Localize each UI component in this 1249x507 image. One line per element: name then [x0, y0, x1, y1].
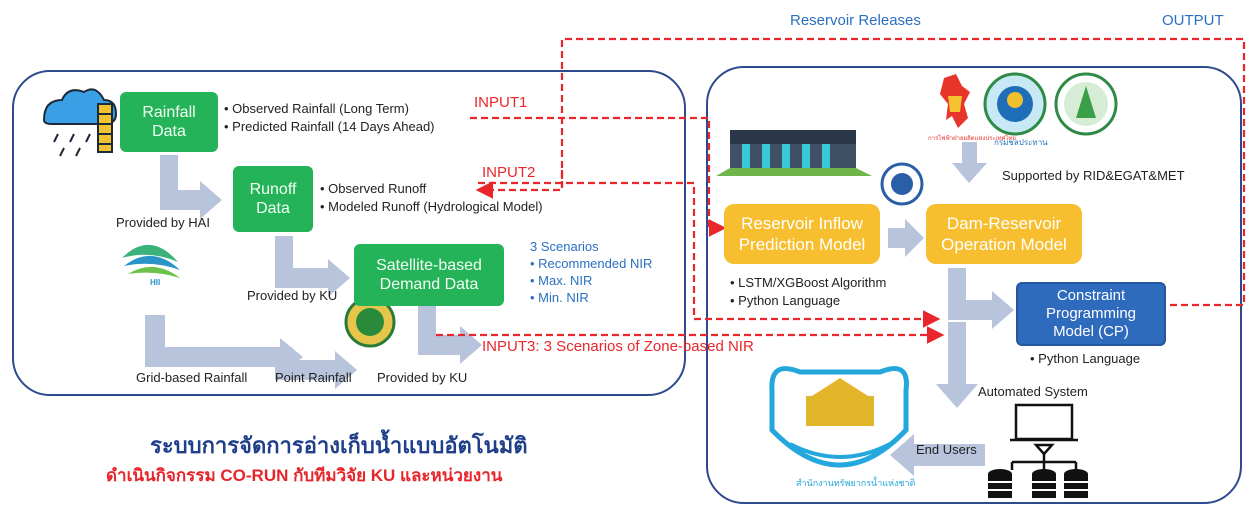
bullet-item: LSTM/XGBoost Algorithm: [730, 274, 886, 292]
scenario-item: Recommended NIR: [530, 255, 652, 272]
onwr-logo-icon: [769, 366, 909, 468]
egat-map-logo-icon: [940, 74, 970, 128]
input2-label: INPUT2: [482, 164, 536, 181]
database-icon: [988, 469, 1088, 498]
inflow-model-bullets: LSTM/XGBoost Algorithm Python Language: [730, 274, 886, 310]
dam-icon: [716, 130, 872, 176]
scenarios-title: 3 Scenarios: [530, 239, 599, 254]
bullet-item: Modeled Runoff (Hydrological Model): [320, 198, 542, 216]
bullet-item: Predicted Rainfall (14 Days Ahead): [224, 118, 434, 136]
arrow-logos-to-dam: [952, 142, 987, 183]
system-title-thai: ระบบการจัดการอ่างเก็บน้ำแบบอัตโนมัติ: [150, 433, 528, 458]
input3-label: INPUT3: 3 Scenarios of Zone-based NIR: [482, 338, 754, 355]
arrow-rainfall-to-runoff: [160, 155, 222, 219]
scenarios-list: 3 Scenarios Recommended NIR Max. NIR Min…: [530, 238, 652, 306]
arrow-to-end-users: [890, 434, 985, 476]
arrow-point-to-ku: [275, 347, 357, 389]
input2-line: [478, 181, 941, 328]
bullet-item: Python Language: [730, 292, 886, 310]
onwr-logo-label: สำนักงานทรัพยากรน้ำแห่งชาติ: [796, 478, 916, 488]
model-panel: [706, 66, 1242, 504]
constraint-programming-box: Constraint Programming Model (CP): [1016, 282, 1166, 346]
hii-logo-icon: [122, 244, 180, 278]
output-label: OUTPUT: [1162, 12, 1224, 29]
rid-logo-icon: [983, 72, 1047, 136]
automated-system-label: Automated System: [978, 384, 1088, 399]
rid-logo-label: กรมชลประทาน: [994, 138, 1048, 147]
grid-rainfall-label: Grid-based Rainfall: [136, 370, 248, 385]
dam-operation-model-box: Dam-Reservoir Operation Model: [926, 204, 1082, 264]
input1-label: INPUT1: [474, 94, 528, 111]
satellite-demand-box: Satellite-based Demand Data: [354, 244, 504, 306]
hii-logo-label: HII: [150, 278, 161, 287]
rainfall-bullets: Observed Rainfall (Long Term) Predicted …: [224, 100, 435, 136]
arrow-to-automated: [936, 322, 978, 408]
inflow-prediction-model-box: Reservoir Inflow Prediction Model: [724, 204, 880, 264]
reservoir-releases-label: Reservoir Releases: [790, 12, 921, 29]
point-rainfall-label: Point Rainfall: [275, 370, 352, 385]
runoff-bullets: Observed Runoff Modeled Runoff (Hydrolog…: [320, 180, 543, 216]
supported-by-label: Supported by RID&EGAT&MET: [1002, 168, 1185, 183]
provided-by-ku-label-1: Provided by KU: [247, 288, 338, 303]
bullet-item: Observed Runoff: [320, 180, 543, 198]
provided-by-ku-label-2: Provided by KU: [377, 370, 468, 385]
output-line-drop: [475, 170, 564, 199]
arrow-satellite-to-ku: [418, 305, 482, 364]
arrow-grid-to-point: [145, 315, 303, 376]
system-subtitle-thai: ดำเนินกิจกรรม CO-RUN กับทีมวิจัย KU และห…: [106, 466, 503, 485]
scenario-item: Max. NIR: [530, 272, 652, 289]
bullet-item: Python Language: [1030, 350, 1140, 368]
arrow-dam-to-cp: [948, 268, 1014, 329]
cp-bullets: Python Language: [1030, 350, 1140, 368]
ku-seal-icon: [344, 296, 396, 348]
rain-cloud-icon: [42, 88, 118, 157]
met-logo-icon: [1054, 72, 1118, 136]
runoff-data-box: Runoff Data: [233, 166, 313, 232]
provided-by-hai-label: Provided by HAI: [116, 215, 210, 230]
automated-system-icon: [1010, 403, 1078, 470]
scenario-item: Min. NIR: [530, 289, 652, 306]
data-sources-panel: [12, 70, 686, 396]
egat-logo-label: การไฟฟ้าฝ่ายผลิตแห่งประเทศไทย: [928, 136, 1016, 142]
rainfall-data-box: Rainfall Data: [120, 92, 218, 152]
input1-line: [470, 116, 727, 237]
bullet-item: Observed Rainfall (Long Term): [224, 100, 435, 118]
end-users-label: End Users: [916, 442, 977, 457]
arrow-inflow-to-dam: [888, 219, 924, 257]
arrow-runoff-to-satellite: [275, 236, 350, 297]
university-emblem-icon: [880, 162, 924, 206]
